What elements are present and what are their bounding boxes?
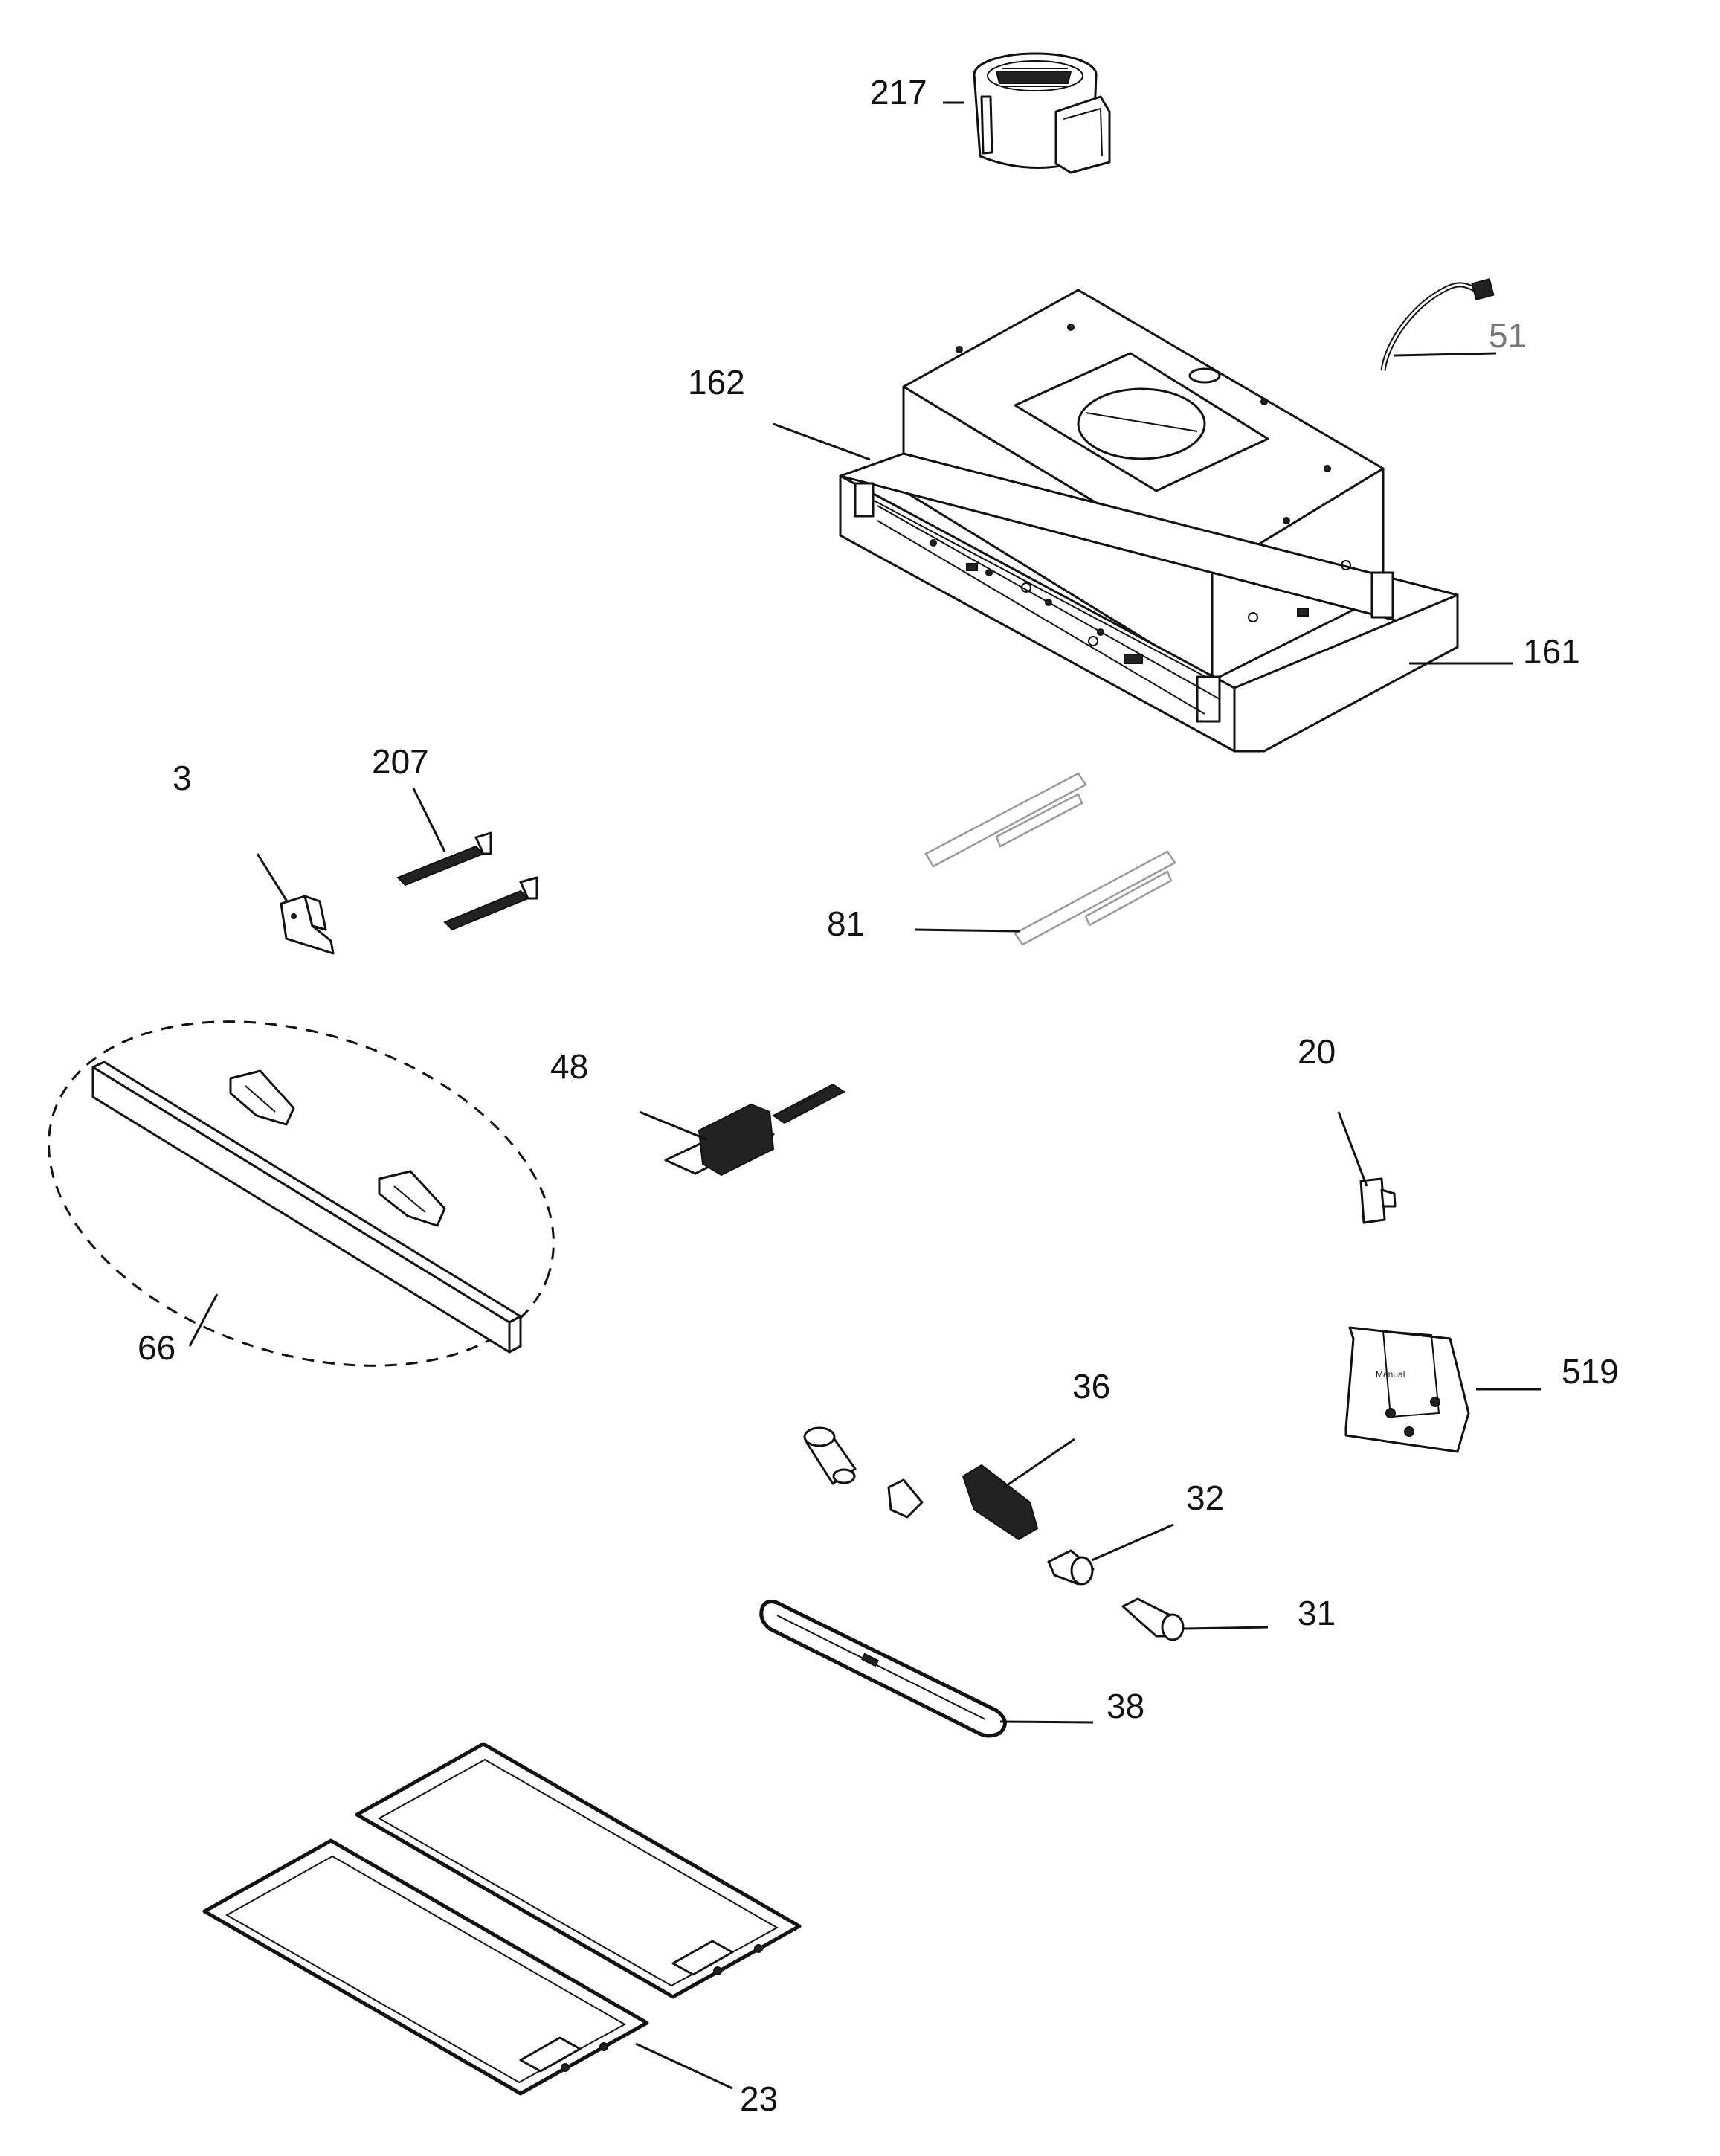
callout-label-23: 23	[740, 2079, 778, 2118]
leader-line-36	[1003, 1438, 1075, 1489]
callout-label-51: 51	[1489, 316, 1527, 355]
callout-label-48: 48	[550, 1047, 588, 1086]
callout-label-38: 38	[1107, 1687, 1144, 1725]
callout-519: 519	[1476, 1352, 1619, 1391]
leader-line-3	[256, 853, 289, 902]
callout-66: 66	[138, 1293, 219, 1367]
part-519-hardware-kit: Manual	[1344, 1326, 1470, 1453]
leader-line-23	[635, 2042, 733, 2090]
part-66-front-panel	[48, 1020, 555, 1367]
part-36-lamp-holder	[803, 1426, 1039, 1541]
part-81-rails	[924, 772, 1176, 946]
leader-line-32	[1091, 1523, 1174, 1562]
leader-line-162	[773, 422, 871, 461]
callout-31: 31	[1183, 1594, 1336, 1632]
part-38-lamp-cover	[759, 1600, 1007, 1738]
callout-32: 32	[1091, 1478, 1224, 1562]
leader-line-31	[1183, 1626, 1269, 1630]
leader-line-20	[1337, 1111, 1368, 1187]
callout-label-207: 207	[372, 742, 429, 781]
callout-48: 48	[550, 1047, 707, 1141]
leader-line-66	[188, 1293, 219, 1347]
callout-label-36: 36	[1072, 1367, 1110, 1406]
leader-line-81	[914, 928, 1021, 933]
part-162-hood-body	[839, 289, 1459, 753]
callout-162: 162	[688, 363, 871, 461]
part-20-knob	[1359, 1177, 1397, 1224]
callout-label-81: 81	[827, 904, 865, 943]
leader-line-48	[639, 1110, 707, 1141]
leader-line-51	[1394, 352, 1497, 357]
part-48-switch	[664, 1083, 845, 1177]
part-217-duct-connector	[973, 52, 1111, 174]
callout-3: 3	[173, 759, 289, 902]
callout-161: 161	[1409, 632, 1580, 671]
callout-20: 20	[1298, 1032, 1368, 1187]
callout-81: 81	[827, 904, 1021, 943]
callout-label-20: 20	[1298, 1032, 1336, 1071]
callout-23: 23	[635, 2042, 778, 2118]
callout-label-161: 161	[1523, 632, 1580, 671]
callout-label-31: 31	[1298, 1594, 1336, 1632]
callout-51: 51	[1394, 316, 1527, 357]
callout-207: 207	[372, 742, 446, 852]
part-207-brackets	[396, 831, 538, 931]
leader-line-207	[412, 788, 446, 852]
bag-manual-label: Manual	[1376, 1369, 1405, 1380]
callout-label-162: 162	[688, 363, 745, 402]
callout-label-32: 32	[1186, 1478, 1224, 1517]
part-31-bulb	[1121, 1597, 1185, 1641]
callout-36: 36	[1003, 1367, 1110, 1489]
callout-label-3: 3	[173, 759, 192, 797]
part-51-power-cord	[1380, 278, 1495, 371]
part-3-bracket	[280, 895, 335, 955]
part-32-lamp-socket	[1047, 1549, 1095, 1586]
callout-217: 217	[870, 73, 964, 112]
callout-label-66: 66	[138, 1328, 175, 1367]
callout-38: 38	[999, 1687, 1144, 1725]
part-23-grease-filters	[202, 1742, 802, 2096]
callout-label-217: 217	[870, 73, 927, 112]
callout-label-519: 519	[1562, 1352, 1619, 1391]
